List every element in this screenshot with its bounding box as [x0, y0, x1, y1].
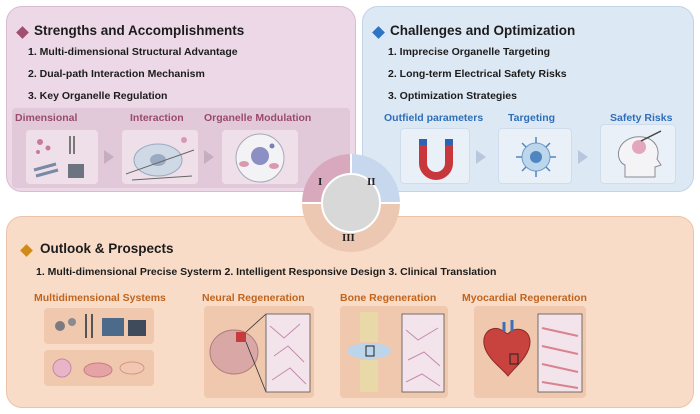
cell-interaction-icon	[125, 137, 195, 181]
ring-label-iii: III	[342, 232, 355, 244]
arrow-icon	[204, 150, 214, 164]
outfield-illustration	[400, 128, 470, 184]
neural-regeneration-illustration	[204, 306, 314, 398]
bone-joint-icon	[347, 312, 445, 393]
stage-label-organelle-modulation: Organelle Modulation	[204, 112, 312, 124]
stage-label-myocardial-regeneration: Myocardial Regeneration	[462, 292, 587, 304]
challenge-item-1: 1. Imprecise Organelle Targeting	[388, 46, 551, 58]
dimensional-illustration	[26, 130, 98, 184]
stage-label-interaction: Interaction	[130, 112, 184, 124]
organelle-cell-icon	[235, 133, 285, 183]
arrow-icon	[578, 150, 588, 164]
ring-label-ii: II	[367, 176, 376, 188]
arrow-icon	[104, 150, 114, 164]
nanomaterials-icon	[55, 314, 146, 338]
strength-item-2: 2. Dual-path Interaction Mechanism	[28, 68, 205, 80]
targeting-illustration	[498, 128, 572, 184]
stage-label-multidimensional-systems: Multidimensional Systems	[34, 292, 166, 304]
challenges-title: Challenges and Optimization	[390, 23, 576, 38]
multidimensional-thumb-bottom	[44, 350, 154, 386]
strength-item-1: 1. Multi-dimensional Structural Advantag…	[28, 46, 238, 58]
heart-cells-icon	[483, 313, 583, 393]
arrow-icon	[476, 150, 486, 164]
outlook-title: Outlook & Prospects	[40, 241, 174, 256]
safety-risks-illustration	[600, 124, 676, 184]
multidimensional-thumb-top	[44, 308, 154, 344]
ring-label-i: I	[318, 176, 323, 188]
head-electrode-icon	[617, 130, 662, 178]
organelle-illustration	[222, 130, 298, 184]
ring-separators	[302, 154, 400, 204]
stage-label-outfield-parameters: Outfield parameters	[384, 112, 484, 124]
brain-neurons-icon	[209, 313, 311, 393]
targeted-particle-icon	[516, 137, 556, 177]
cells-icon	[52, 358, 145, 378]
stage-label-targeting: Targeting	[508, 112, 556, 124]
stage-label-bone-regeneration: Bone Regeneration	[340, 292, 437, 304]
bone-regeneration-illustration	[340, 306, 448, 398]
stage-label-dimensional: Dimensional	[15, 112, 78, 124]
challenge-item-3: 3. Optimization Strategies	[388, 90, 517, 102]
nanomaterials-icon	[33, 136, 84, 178]
stage-label-neural-regeneration: Neural Regeneration	[202, 292, 305, 304]
challenge-item-2: 2. Long-term Electrical Safety Risks	[388, 68, 567, 80]
outlook-items: 1. Multi-dimensional Precise Systerm 2. …	[36, 266, 497, 278]
magnet-icon	[419, 139, 453, 180]
strength-item-3: 3. Key Organelle Regulation	[28, 90, 168, 102]
myocardial-regeneration-illustration	[474, 306, 586, 398]
strengths-title: Strengths and Accomplishments	[34, 23, 245, 38]
interaction-illustration	[122, 130, 198, 184]
center-ring-hub	[321, 173, 381, 233]
stage-label-safety-risks: Safety Risks	[610, 112, 673, 124]
